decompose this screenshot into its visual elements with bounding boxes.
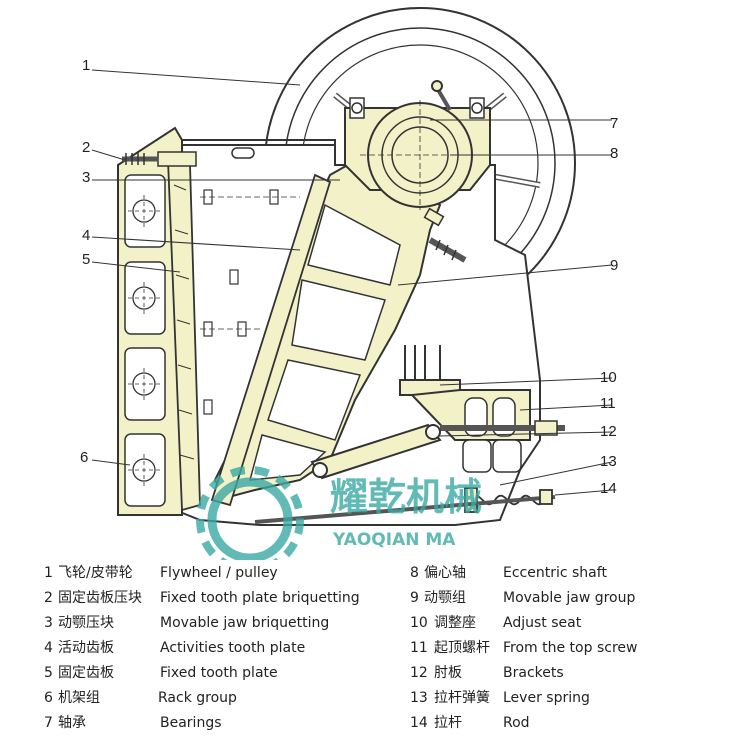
- jaw-briquetting-bolt: [423, 207, 467, 263]
- lever-rod: [254, 489, 556, 524]
- legend-number: 12: [410, 665, 428, 681]
- callout-1: 1: [82, 57, 90, 74]
- callout-8: 8: [610, 145, 618, 162]
- callout-6: 6: [80, 449, 88, 466]
- legend-label-zh: 肘板: [434, 665, 462, 681]
- legend-label-zh: 活动齿板: [58, 640, 114, 656]
- legend-label-zh: 偏心轴: [424, 565, 466, 581]
- callout-2: 2: [82, 139, 90, 156]
- legend-number: 6: [44, 690, 53, 706]
- legend-label-en: Movable jaw group: [503, 590, 636, 606]
- watermark-brand-en: YAOQIAN MA: [332, 530, 456, 550]
- callout-3: 3: [82, 169, 90, 186]
- legend-number: 14: [410, 715, 428, 731]
- watermark: 耀乾机械 YAOQIAN MA: [196, 466, 482, 560]
- legend-number: 10: [410, 615, 428, 631]
- callout-11: 11: [600, 395, 616, 412]
- callout-4: 4: [82, 227, 90, 244]
- legend-label-en: Fixed tooth plate: [160, 665, 278, 681]
- callout-7: 7: [610, 115, 618, 132]
- callout-13: 13: [600, 453, 617, 470]
- legend-number: 5: [44, 665, 53, 681]
- legend-label-zh: 拉杆: [434, 715, 462, 731]
- legend-label-en: Activities tooth plate: [160, 640, 306, 656]
- legend-number: 7: [44, 715, 53, 731]
- gear-icon: [196, 466, 304, 560]
- legend-number: 4: [44, 640, 53, 656]
- legend-number: 9: [410, 590, 419, 606]
- legend-label-zh: 动颚组: [424, 590, 466, 606]
- legend-label-en: Rack group: [158, 690, 237, 706]
- legend-label-en: Fixed tooth plate briquetting: [160, 590, 360, 606]
- legend-number: 2: [44, 590, 53, 606]
- toggle-plate: [310, 423, 442, 480]
- callout-numbers: 1 2 3 4 5 6 7 8 9 10 11 12 13 14: [80, 57, 618, 497]
- callout-10: 10: [600, 369, 617, 386]
- legend-label-en: Rod: [503, 715, 530, 731]
- callout-5: 5: [82, 251, 90, 268]
- legend-label-zh: 飞轮/皮带轮: [58, 565, 133, 581]
- legend-number: 11: [410, 640, 428, 656]
- callout-12: 12: [600, 423, 617, 440]
- watermark-brand-zh: 耀乾机械: [330, 475, 482, 519]
- legend-label-en: Lever spring: [503, 690, 590, 706]
- movable-jaw: [210, 156, 442, 507]
- tooth-plate-briquetting: [122, 151, 197, 167]
- bearing-housing: [344, 80, 491, 210]
- legend-number: 1: [44, 565, 53, 581]
- top-screw: [440, 420, 565, 436]
- legend-label-zh: 轴承: [58, 715, 86, 731]
- jaw-crusher-diagram: 耀乾机械 YAOQIAN MA 1 2 3 4 5 6 7 8 9 10 11 …: [80, 7, 618, 560]
- legend-label-zh: 拉杆弹簧: [434, 690, 490, 706]
- legend: 1 飞轮/皮带轮 Flywheel / pulley 2 固定齿板压块 Fixe…: [0, 560, 750, 750]
- legend-label-en: From the top screw: [503, 640, 638, 656]
- legend-label-zh: 机架组: [58, 690, 100, 706]
- legend-label-zh: 固定齿板: [58, 665, 114, 681]
- legend-number: 3: [44, 615, 53, 631]
- legend-label-en: Eccentric shaft: [503, 565, 607, 581]
- legend-label-en: Flywheel / pulley: [160, 565, 278, 581]
- legend-number: 13: [410, 690, 428, 706]
- legend-label-en: Adjust seat: [503, 615, 582, 631]
- callout-14: 14: [600, 480, 617, 497]
- leader-lines: [91, 69, 613, 496]
- legend-number: 8: [410, 565, 419, 581]
- legend-label-zh: 动颚压块: [58, 615, 114, 631]
- legend-label-zh: 固定齿板压块: [58, 590, 142, 606]
- legend-label-en: Brackets: [503, 665, 564, 681]
- legend-label-en: Bearings: [160, 715, 222, 731]
- legend-label-zh: 调整座: [434, 615, 476, 631]
- legend-label-zh: 起顶螺杆: [434, 640, 490, 656]
- legend-label-en: Movable jaw briquetting: [160, 615, 330, 631]
- callout-9: 9: [610, 257, 618, 274]
